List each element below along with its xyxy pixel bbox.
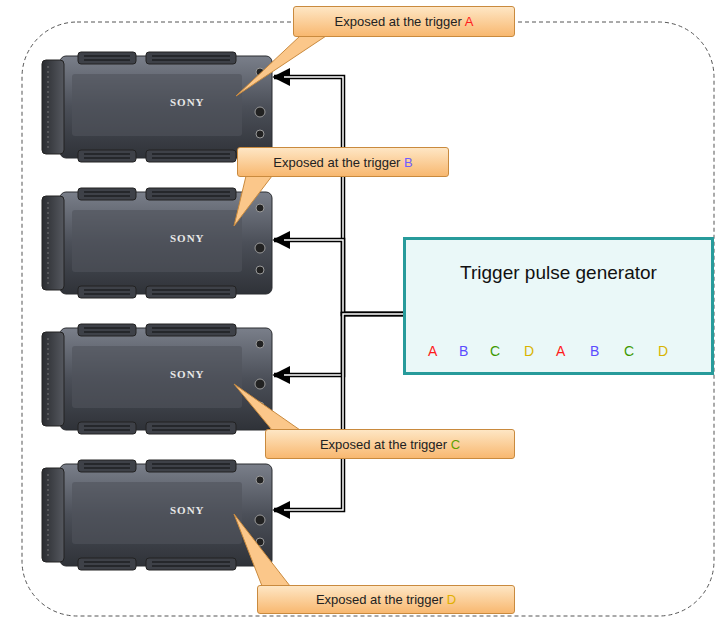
- trigger-cable: [274, 314, 403, 375]
- camera-body: SONY: [62, 192, 272, 294]
- callout-box: Exposed at the trigger B: [237, 147, 449, 177]
- callout-text: Exposed at the trigger B: [273, 155, 412, 170]
- brand-logo: SONY: [170, 368, 205, 380]
- callout-text: Exposed at the trigger A: [335, 14, 474, 29]
- camera-illustration: [42, 324, 272, 434]
- brand-logo: SONY: [170, 232, 205, 244]
- cable-core: [284, 77, 403, 314]
- cable-core: [284, 314, 403, 510]
- trigger-letter: A: [556, 343, 565, 359]
- callout-box: Exposed at the trigger D: [257, 585, 515, 614]
- camera-illustration: [42, 188, 272, 298]
- callout-box: Exposed at the trigger C: [265, 429, 515, 459]
- trigger-cable: [274, 77, 403, 314]
- trigger-cable: [274, 314, 403, 510]
- camera-body: SONY: [62, 56, 272, 158]
- callout-text: Exposed at the trigger C: [320, 437, 460, 452]
- callout-tail: [236, 36, 326, 96]
- callout-tail: [234, 176, 272, 226]
- camera-body: SONY: [62, 464, 272, 566]
- trigger-letter: D: [524, 343, 534, 359]
- brand-logo: SONY: [170, 96, 205, 108]
- trigger-letter: D: [658, 343, 668, 359]
- pulse-generator-box: Trigger pulse generatorA B C D A B C D: [403, 237, 714, 375]
- group-outline: [22, 22, 714, 616]
- trigger-cable: [274, 240, 403, 314]
- cable-core: [284, 240, 403, 314]
- trigger-letter: C: [490, 343, 500, 359]
- callout-text: Exposed at the trigger D: [316, 592, 456, 607]
- callout-tail: [234, 384, 300, 430]
- callout-box: Exposed at the trigger A: [293, 6, 515, 37]
- trigger-letter: B: [590, 343, 599, 359]
- generator-title: Trigger pulse generator: [406, 262, 711, 284]
- trigger-letter: A: [428, 343, 437, 359]
- trigger-letter: C: [624, 343, 634, 359]
- trigger-letter: B: [459, 343, 468, 359]
- camera-illustration: [42, 52, 272, 162]
- camera-illustration: [42, 460, 272, 570]
- camera-body: SONY: [62, 328, 272, 430]
- callout-tail: [234, 514, 290, 586]
- brand-logo: SONY: [170, 504, 205, 516]
